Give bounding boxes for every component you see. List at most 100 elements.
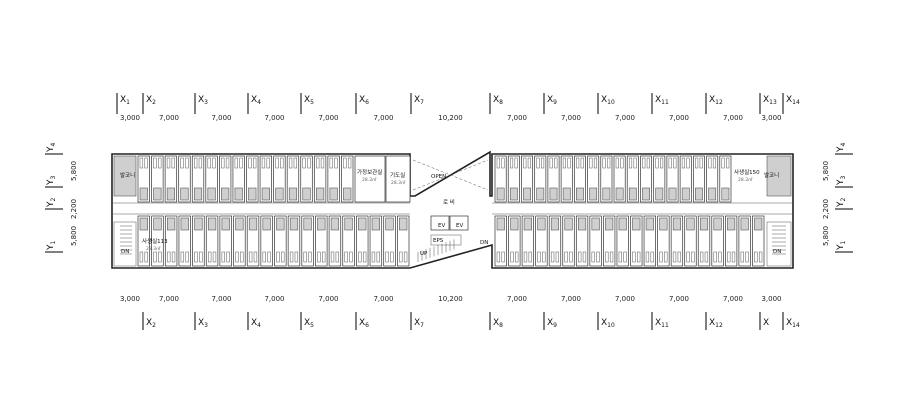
unit-bed bbox=[153, 251, 157, 263]
dimension-vertical: 2,200 bbox=[822, 199, 830, 219]
axis-label-left: Y3 bbox=[46, 176, 57, 187]
unit-bed bbox=[158, 157, 162, 169]
unit-bath bbox=[628, 187, 637, 201]
unit-bath bbox=[371, 217, 380, 231]
dorm-unit bbox=[562, 215, 575, 267]
unit-bed bbox=[167, 251, 171, 263]
unit-bath bbox=[549, 187, 558, 201]
unit-bed bbox=[645, 251, 650, 263]
unit-bed bbox=[240, 251, 244, 263]
axis-label-sub: 6 bbox=[365, 322, 369, 329]
unit-bed bbox=[144, 251, 148, 263]
dorm-unit bbox=[259, 155, 272, 203]
dorm-unit bbox=[341, 155, 354, 203]
dorm-unit bbox=[752, 215, 765, 267]
dorm-unit bbox=[657, 215, 670, 267]
unit-bed bbox=[385, 251, 389, 263]
dorm-unit bbox=[575, 215, 589, 267]
office-right-area: 28.3㎡ bbox=[738, 176, 753, 183]
dorm-unit bbox=[548, 215, 562, 267]
unit-bed bbox=[646, 157, 650, 169]
unit-bath bbox=[262, 217, 271, 231]
dorm-unit bbox=[630, 215, 643, 267]
axis-label-sub: 12 bbox=[715, 99, 723, 106]
axis-label-sub: 9 bbox=[553, 99, 557, 106]
unit-bed bbox=[262, 251, 266, 263]
machine-label: 기도실 bbox=[390, 171, 405, 179]
unit-bed bbox=[740, 251, 744, 263]
unit-bed bbox=[267, 251, 271, 263]
unit-bed bbox=[221, 251, 225, 263]
dorm-unit bbox=[300, 155, 313, 203]
unit-bath bbox=[695, 187, 703, 201]
unit-bed bbox=[596, 251, 600, 263]
dimension-top: 7,000 bbox=[561, 114, 581, 122]
unit-bed bbox=[659, 251, 663, 263]
unit-bed bbox=[253, 157, 257, 169]
unit-bath bbox=[681, 187, 690, 201]
axis-label-bottom: X7 bbox=[414, 318, 424, 329]
unit-bed bbox=[578, 251, 582, 263]
unit-bath bbox=[317, 217, 326, 231]
dorm-unit bbox=[246, 215, 260, 267]
unit-bath bbox=[139, 217, 148, 231]
unit-bath bbox=[180, 217, 189, 231]
axis-label-sub: 11 bbox=[661, 322, 669, 329]
unit-bed bbox=[704, 251, 709, 263]
unit-bed bbox=[139, 157, 144, 169]
balcony-left-label: 발코니 bbox=[120, 171, 135, 179]
dorm-unit bbox=[507, 155, 520, 203]
dimension-bottom: 3,000 bbox=[761, 295, 781, 303]
dorm-unit bbox=[233, 215, 246, 267]
unit-bed bbox=[593, 157, 598, 169]
dimension-top: 7,000 bbox=[669, 114, 689, 122]
unit-bed bbox=[758, 251, 763, 263]
unit-bath bbox=[721, 187, 730, 201]
axis-label-bottom: X bbox=[763, 318, 769, 328]
dimension-vertical: 5,800 bbox=[822, 161, 830, 181]
dorm-unit bbox=[666, 155, 679, 203]
unit-bed bbox=[266, 157, 270, 169]
unit-bed bbox=[144, 157, 148, 169]
unit-bed bbox=[302, 157, 306, 169]
unit-bed bbox=[528, 251, 532, 263]
unit-bed bbox=[569, 251, 573, 263]
dorm-unit bbox=[738, 215, 751, 267]
unit-bed bbox=[185, 157, 189, 169]
unit-bath bbox=[316, 187, 325, 201]
unit-bath bbox=[166, 187, 175, 201]
unit-bath bbox=[523, 187, 531, 201]
unit-bed bbox=[562, 157, 566, 169]
open-void-line bbox=[412, 159, 489, 191]
unit-bed bbox=[253, 251, 258, 263]
unit-bed bbox=[171, 251, 176, 263]
unit-bath bbox=[153, 217, 162, 231]
axis-label-bottom: X11 bbox=[655, 318, 669, 329]
unit-bed bbox=[194, 251, 198, 263]
unit-bed bbox=[208, 251, 212, 263]
dimension-top: 7,000 bbox=[159, 114, 179, 122]
dimension-bottom: 7,000 bbox=[561, 295, 581, 303]
dorm-unit bbox=[640, 155, 653, 203]
unit-bed bbox=[564, 251, 568, 263]
axis-label-sub: 5 bbox=[310, 322, 314, 329]
up-label: UP bbox=[420, 251, 428, 257]
axis-label-sub: 2 bbox=[152, 322, 156, 329]
dimension-top: 7,000 bbox=[507, 114, 527, 122]
stair-right bbox=[766, 221, 792, 267]
unit-bath bbox=[303, 217, 312, 231]
unit-bath bbox=[248, 187, 257, 201]
unit-bed bbox=[549, 157, 553, 169]
unit-bed bbox=[727, 251, 731, 263]
axis-label-bottom: X3 bbox=[198, 318, 208, 329]
unit-bed bbox=[615, 157, 619, 169]
dorm-unit bbox=[383, 215, 396, 267]
unit-bed bbox=[527, 157, 531, 169]
axis-label-top: X4 bbox=[251, 95, 261, 106]
dorm-unit bbox=[313, 155, 327, 203]
axis-label-sub: 9 bbox=[553, 322, 557, 329]
unit-bed bbox=[580, 157, 584, 169]
dorm-unit bbox=[260, 215, 273, 267]
unit-bed bbox=[280, 157, 284, 169]
unit-bath bbox=[235, 217, 244, 231]
